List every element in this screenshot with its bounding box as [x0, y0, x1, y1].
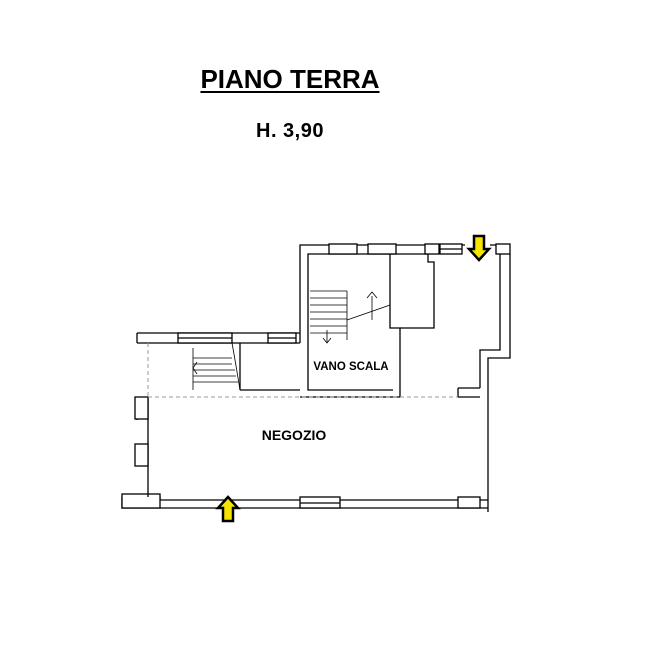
stair-flight	[310, 290, 391, 344]
stair-left	[192, 342, 241, 391]
walls	[121, 243, 511, 512]
dashed-lines	[147, 343, 458, 398]
entrance-arrow-top	[466, 234, 492, 262]
room-label-shop: NEGOZIO	[262, 427, 327, 443]
ceiling-height: H. 3,90	[256, 120, 324, 142]
plan-title: PIANO TERRA	[200, 64, 380, 94]
entrance-arrow-bottom	[215, 495, 241, 523]
arrow-down-icon	[466, 234, 492, 262]
arrow-up-icon	[215, 495, 241, 523]
room-label-stair: VANO SCALA	[313, 361, 388, 373]
